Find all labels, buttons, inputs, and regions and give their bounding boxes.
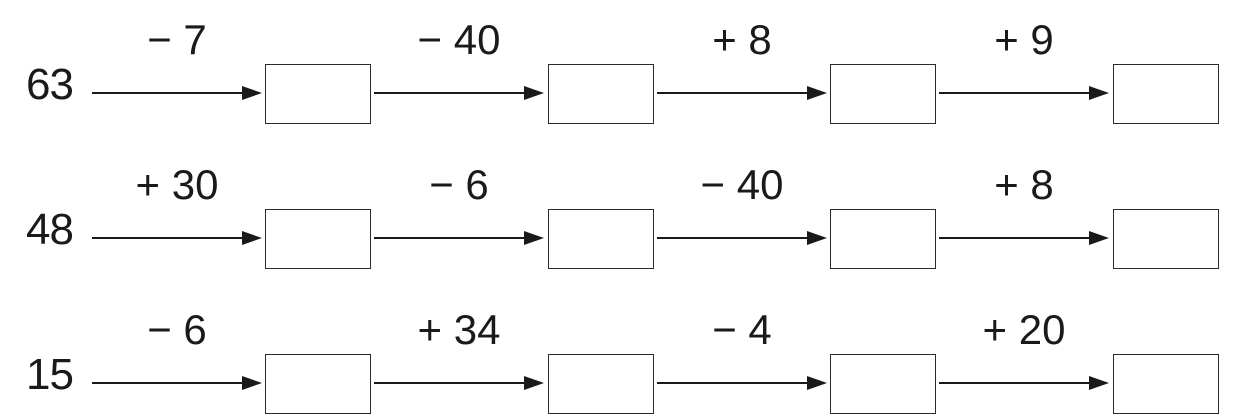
arrow-icon bbox=[374, 376, 544, 390]
operation-label: + 8 bbox=[994, 161, 1054, 208]
answer-box[interactable] bbox=[265, 354, 371, 414]
operation-label: − 6 bbox=[147, 306, 207, 353]
chain-row-2: 48 + 30 − 6 − 40 + 8 bbox=[0, 161, 1245, 269]
start-number: 48 bbox=[26, 205, 74, 254]
start-number: 63 bbox=[26, 60, 74, 109]
arrow-icon bbox=[657, 231, 827, 245]
operation-label: + 8 bbox=[712, 16, 772, 63]
operation-label: + 9 bbox=[994, 16, 1054, 63]
chain-row-3: 15 − 6 + 34 − 4 + 20 bbox=[0, 306, 1245, 414]
operation-label: − 40 bbox=[700, 161, 784, 208]
answer-box[interactable] bbox=[548, 64, 654, 124]
operation-label: + 34 bbox=[417, 306, 501, 353]
answer-box[interactable] bbox=[1113, 354, 1219, 414]
answer-box[interactable] bbox=[548, 354, 654, 414]
arrow-icon bbox=[939, 86, 1109, 100]
answer-box[interactable] bbox=[830, 354, 936, 414]
answer-box[interactable] bbox=[1113, 209, 1219, 269]
arrow-icon bbox=[939, 231, 1109, 245]
answer-box[interactable] bbox=[265, 64, 371, 124]
chain-row-1: 63 − 7 − 40 + 8 + 9 bbox=[0, 16, 1245, 124]
arrow-icon bbox=[374, 86, 544, 100]
arrow-icon bbox=[939, 376, 1109, 390]
arrow-icon bbox=[657, 86, 827, 100]
answer-box[interactable] bbox=[830, 209, 936, 269]
arrow-icon bbox=[374, 231, 544, 245]
operation-label: − 7 bbox=[147, 16, 207, 63]
operation-label: + 20 bbox=[982, 306, 1066, 353]
start-number: 15 bbox=[26, 350, 74, 399]
arrow-icon bbox=[92, 86, 262, 100]
arrow-icon bbox=[92, 231, 262, 245]
arrow-icon bbox=[92, 376, 262, 390]
answer-box[interactable] bbox=[548, 209, 654, 269]
answer-box[interactable] bbox=[265, 209, 371, 269]
operation-label: − 6 bbox=[429, 161, 489, 208]
answer-box[interactable] bbox=[830, 64, 936, 124]
operation-label: + 30 bbox=[135, 161, 219, 208]
operation-label: − 40 bbox=[417, 16, 501, 63]
arrow-icon bbox=[657, 376, 827, 390]
answer-box[interactable] bbox=[1113, 64, 1219, 124]
operation-label: − 4 bbox=[712, 306, 772, 353]
